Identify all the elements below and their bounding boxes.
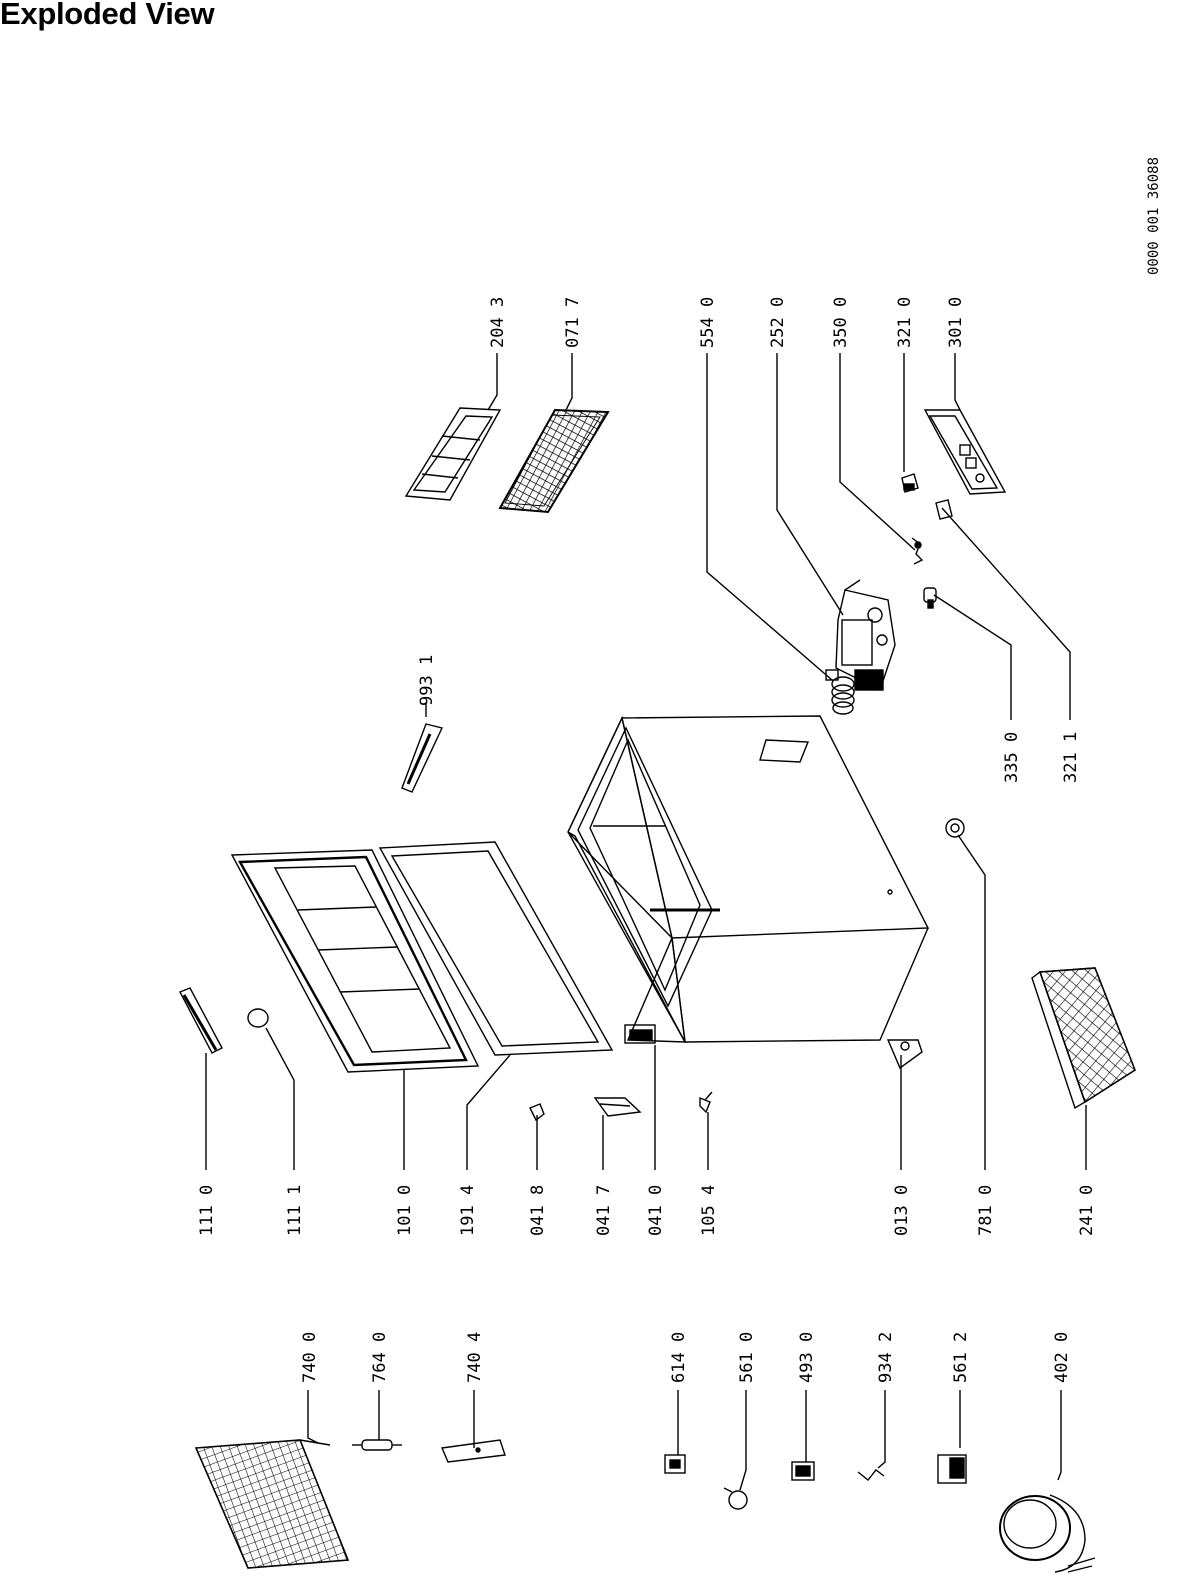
part-cabinet <box>567 715 930 1043</box>
label-252-0: 252 0 <box>768 297 788 348</box>
part-hook-041-8 <box>529 1103 545 1122</box>
part-wire-934-2 <box>857 1469 885 1481</box>
label-041-8: 041 8 <box>528 1185 548 1236</box>
part-capacitor-493-0 <box>791 1461 815 1481</box>
label-740-4: 740 4 <box>465 1332 485 1383</box>
label-241-0: 241 0 <box>1077 1185 1097 1236</box>
part-basket-241-0 <box>1031 967 1136 1110</box>
label-561-2: 561 2 <box>951 1332 971 1383</box>
part-bracket-041-7 <box>593 1097 642 1117</box>
part-overload-561-0 <box>723 1487 748 1510</box>
part-hinge-041-0 <box>624 1024 656 1044</box>
label-561-0: 561 0 <box>737 1332 757 1383</box>
label-993-1: 993 1 <box>417 655 437 706</box>
part-block-321-0 <box>901 473 919 493</box>
label-934-2: 934 2 <box>876 1332 896 1383</box>
label-781-0: 781 0 <box>976 1185 996 1236</box>
part-control-panel-301-0 <box>923 409 1007 495</box>
part-protector-561-2 <box>937 1454 967 1484</box>
label-493-0: 493 0 <box>797 1332 817 1383</box>
part-rail-111-0 <box>179 987 223 1054</box>
label-740-0: 740 0 <box>300 1332 320 1383</box>
part-screw-105-4 <box>699 1091 713 1114</box>
part-grid-rack-071-7 <box>498 408 610 514</box>
label-191-4: 191 4 <box>458 1185 478 1236</box>
label-013-0: 013 0 <box>892 1185 912 1236</box>
label-204-3: 204 3 <box>488 297 508 348</box>
label-350-0: 350 0 <box>831 297 851 348</box>
label-554-0: 554 0 <box>698 297 718 348</box>
part-321-1 <box>935 499 953 520</box>
part-labels: 204 3 071 7 554 0 252 0 350 0 321 0 301 … <box>197 297 1097 1383</box>
part-condenser-740-0 <box>194 1439 350 1569</box>
label-101-0: 101 0 <box>395 1185 415 1236</box>
part-foot-013-0 <box>886 1039 923 1070</box>
part-frame-191-4 <box>378 841 614 1056</box>
part-drier-764-0 <box>352 1439 402 1451</box>
part-strip-993-1 <box>401 723 443 793</box>
page-title: Exploded View <box>0 0 215 31</box>
part-spring-554-0 <box>825 669 855 715</box>
label-041-0: 041 0 <box>646 1185 666 1236</box>
label-071-7: 071 7 <box>563 297 583 348</box>
label-614-0: 614 0 <box>669 1332 689 1383</box>
leader-lines <box>205 353 1087 1491</box>
label-111-0: 111 0 <box>197 1185 217 1236</box>
part-cap-111-1 <box>247 1008 269 1028</box>
part-clip-350-0 <box>911 537 924 565</box>
label-301-0: 301 0 <box>946 297 966 348</box>
label-321-0: 321 0 <box>895 297 915 348</box>
part-compressor-402-0 <box>999 1494 1096 1573</box>
part-relay-614-0 <box>664 1454 686 1474</box>
part-lid-101-0 <box>230 849 480 1073</box>
part-tray-204-3 <box>404 407 502 501</box>
label-335-0: 335 0 <box>1002 732 1022 783</box>
label-321-1: 321 1 <box>1061 732 1081 783</box>
label-764-0: 764 0 <box>370 1332 390 1383</box>
label-402-0: 402 0 <box>1052 1332 1072 1383</box>
part-wheel-781-0 <box>945 818 965 838</box>
part-bracket-252-0 <box>835 579 896 691</box>
document-number: 0000 001 36088 <box>1146 157 1162 275</box>
label-105-4: 105 4 <box>699 1185 719 1236</box>
part-bracket-740-4 <box>440 1439 506 1463</box>
label-111-1: 111 1 <box>285 1185 305 1236</box>
label-041-7: 041 7 <box>594 1185 614 1236</box>
part-knob-335-0 <box>923 587 937 609</box>
